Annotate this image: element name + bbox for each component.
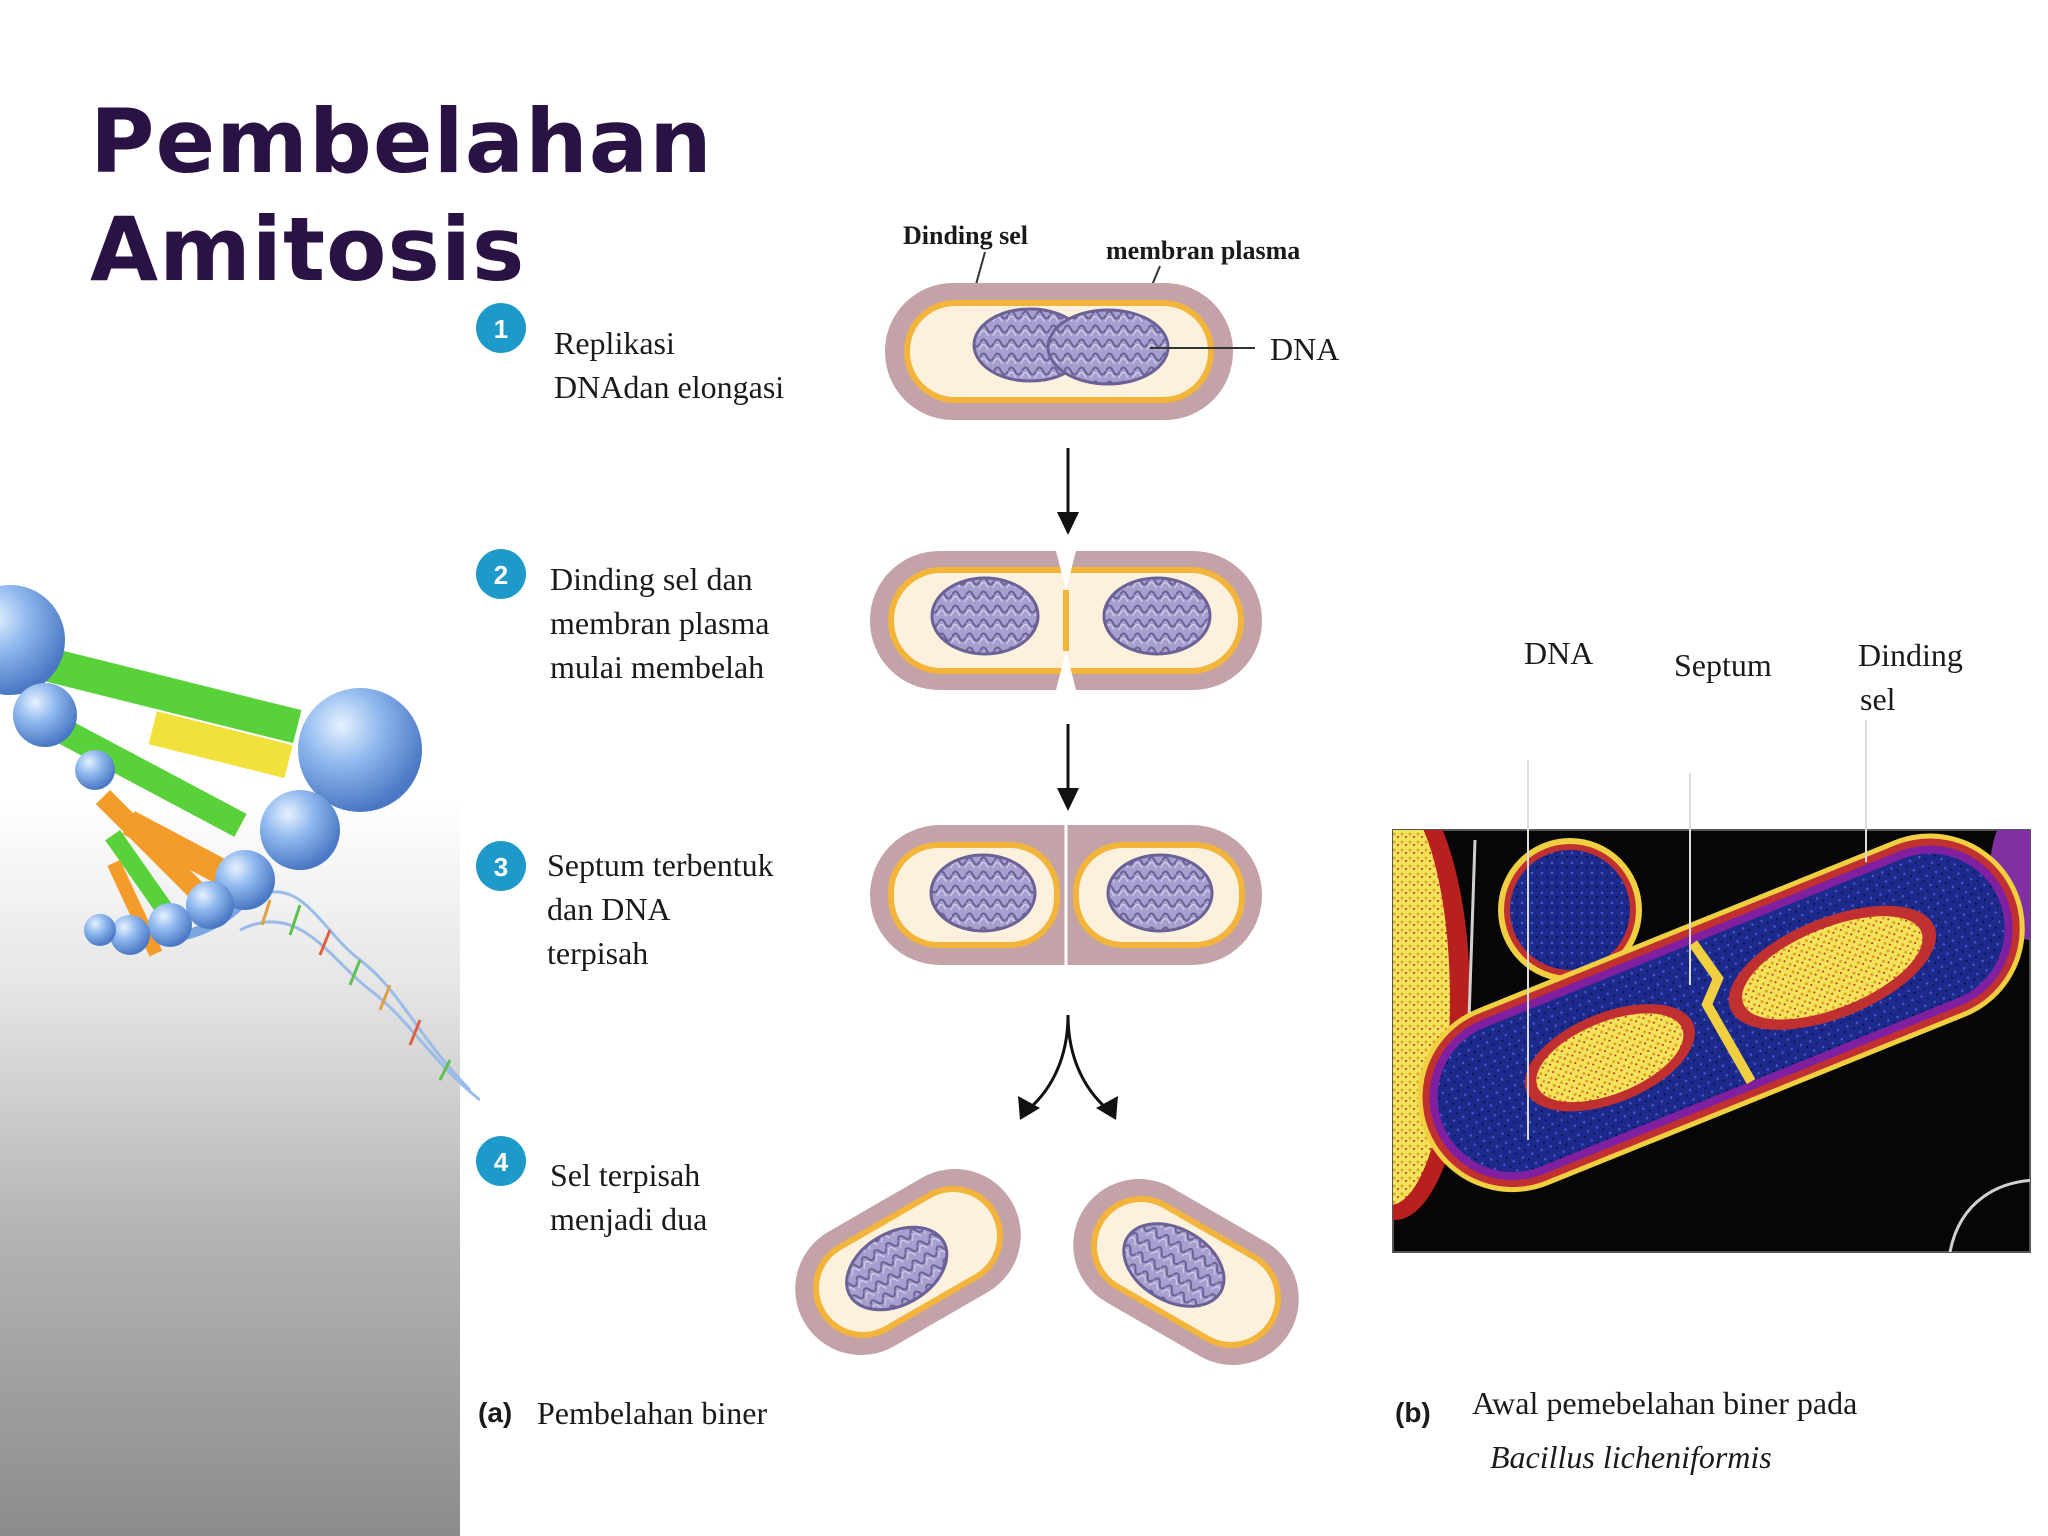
- step3-cell: [870, 825, 1262, 965]
- dna-blob: [930, 576, 1040, 656]
- step1-text-line2: DNAdan elongasi: [554, 369, 784, 405]
- micrograph-panel: [1392, 720, 2031, 1253]
- micrograph-label-wall-line1: Dinding: [1858, 637, 1963, 673]
- caption-a-text: Pembelahan biner: [537, 1395, 767, 1431]
- dna-blob: [1106, 853, 1214, 933]
- caption-b-line1: Awal pemebelahan biner pada: [1472, 1385, 1857, 1421]
- arrow-down-icon: [1057, 724, 1079, 811]
- step2-cell: [870, 551, 1262, 690]
- caption-a-letter: (a): [478, 1397, 512, 1428]
- label-dna: DNA: [1270, 331, 1339, 367]
- arrow-down-icon: [1057, 448, 1079, 535]
- dna-molecule-illustration: [0, 585, 480, 1102]
- micrograph-label-septum: Septum: [1674, 647, 1772, 683]
- step-badge-2: [476, 549, 526, 599]
- step-badge-4: [476, 1136, 526, 1186]
- dna-blob: [1102, 576, 1212, 656]
- step-number-3: 3: [494, 852, 508, 882]
- step-badge-1: [476, 303, 526, 353]
- split-arrows-icon: [1028, 1014, 1108, 1110]
- step-number-1: 1: [494, 314, 508, 344]
- label-plasma-membrane: membran plasma: [1106, 236, 1300, 265]
- arrowhead: [1018, 1096, 1040, 1120]
- page-title: Pembelahan Amitosis: [90, 88, 713, 304]
- dna-blob: [1122, 1222, 1226, 1308]
- step4-text-line2: menjadi dua: [550, 1201, 707, 1237]
- step1-cell: [885, 283, 1233, 420]
- step2-text-line1: Dinding sel dan: [550, 561, 753, 597]
- membrane-pointer: [1144, 265, 1161, 303]
- micrograph-label-dna: DNA: [1524, 635, 1593, 671]
- step1-text-line1: Replikasi: [554, 325, 675, 361]
- caption-b-line2: Bacillus licheniformis: [1490, 1439, 1772, 1475]
- step2-text-line3: mulai membelah: [550, 649, 764, 685]
- cell-wall-pointer: [974, 251, 986, 289]
- dna-blob: [929, 853, 1037, 933]
- step4-cell-right: [1073, 1179, 1299, 1365]
- step3-text-line2: dan DNA: [547, 891, 671, 927]
- title-line-2: Amitosis: [90, 198, 526, 301]
- step2-text-line2: membran plasma: [550, 605, 769, 641]
- micrograph-label-wall-line2: sel: [1860, 681, 1896, 717]
- step-badge-3: [476, 841, 526, 891]
- dna-blob: [845, 1225, 949, 1312]
- step4-cell-left: [795, 1169, 1021, 1355]
- caption-b-letter: (b): [1395, 1397, 1431, 1428]
- dna-blob: [1046, 308, 1170, 386]
- title-line-1: Pembelahan: [90, 90, 713, 193]
- step4-text-line1: Sel terpisah: [550, 1157, 700, 1193]
- step3-text-line1: Septum terbentuk: [547, 847, 774, 883]
- step-number-2: 2: [494, 560, 508, 590]
- arrowhead: [1096, 1096, 1118, 1120]
- label-cell-wall: Dinding sel: [903, 221, 1028, 250]
- dna-blob: [972, 307, 1088, 383]
- step-number-4: 4: [494, 1147, 509, 1177]
- step3-text-line3: terpisah: [547, 935, 648, 971]
